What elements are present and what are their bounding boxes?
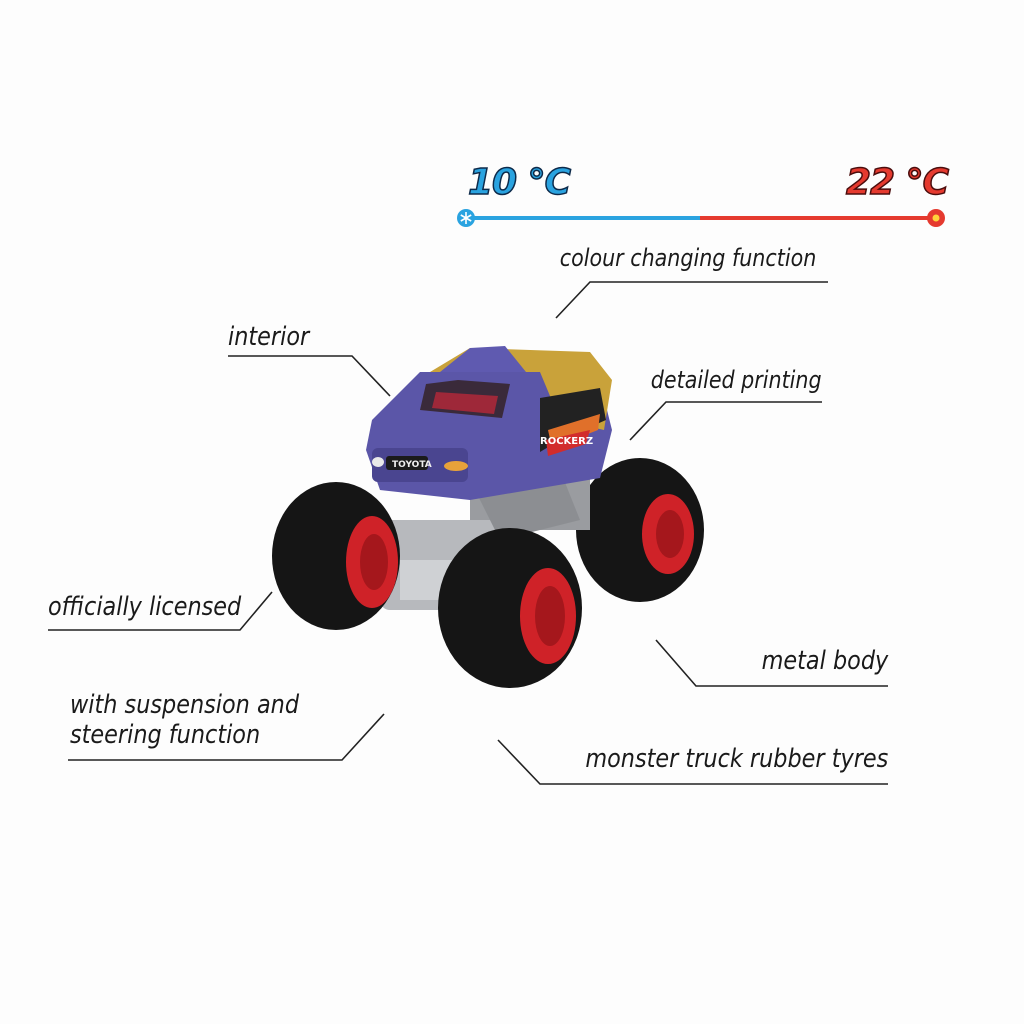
monster-truck-image: ROCKERZ TOYOTA: [272, 346, 704, 688]
detailed-printing-label: detailed printing: [651, 366, 822, 394]
side-print-text: ROCKERZ: [540, 436, 593, 447]
metal-body-label: metal body: [761, 646, 888, 676]
front-right-wheel: [438, 528, 582, 688]
callout-line-detailed-printing: [629, 401, 822, 441]
officially-licensed-label: officially licensed: [48, 592, 242, 622]
colour-changing-label: colour changing function: [559, 244, 816, 272]
warm-temperature-label: 22 °C: [845, 161, 950, 204]
callout-line-officially-licensed: [48, 591, 273, 631]
snowflake-icon: [457, 209, 475, 227]
rear-right-wheel: [576, 458, 704, 602]
callout-line-interior: [228, 355, 391, 397]
callout-line-colour-changing: [555, 281, 828, 319]
callout-lines: [48, 281, 888, 785]
cold-temperature-label: 10 °C: [467, 161, 572, 204]
suspension-label-line2: steering function: [70, 720, 261, 750]
rubber-tyres-label: monster truck rubber tyres: [584, 744, 888, 774]
interior-label: interior: [228, 322, 310, 352]
front-left-wheel: [272, 482, 400, 630]
callout-line-suspension: [68, 713, 385, 761]
suspension-label-line1: with suspension and: [70, 690, 300, 720]
callout-line-metal-body: [655, 639, 888, 687]
sun-icon: [927, 209, 945, 227]
callout-line-rubber-tyres: [497, 739, 888, 785]
brand-badge: TOYOTA: [392, 460, 432, 470]
